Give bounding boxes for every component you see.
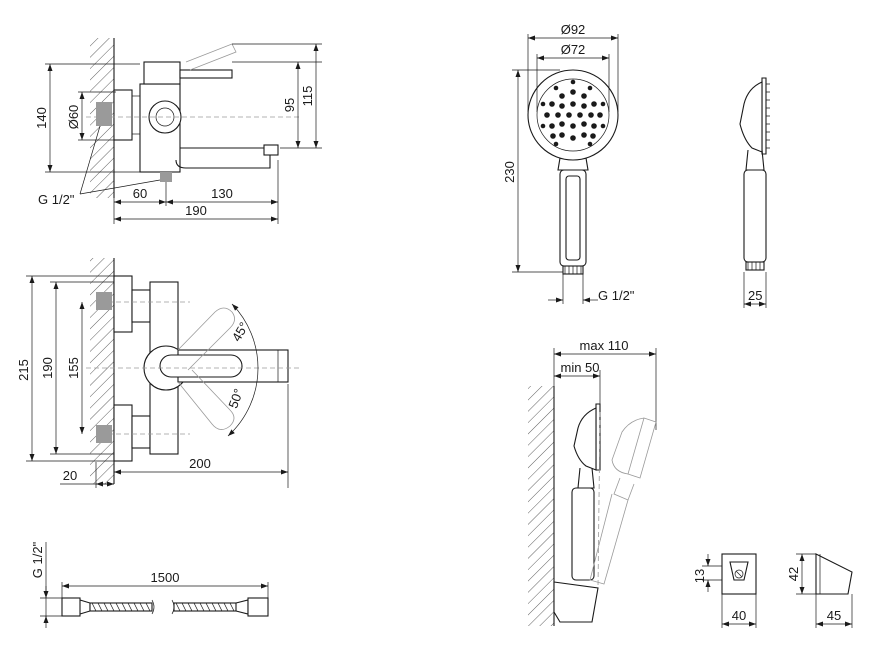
dim-215: 215 xyxy=(16,359,31,381)
dim-1500: 1500 xyxy=(151,570,180,585)
dim-d60: Ø60 xyxy=(66,105,81,130)
dim-60: 60 xyxy=(133,186,147,201)
dim-25: 25 xyxy=(748,288,762,303)
dim-13: 13 xyxy=(692,569,707,583)
dim-45: 45 xyxy=(827,608,841,623)
dim-155: 155 xyxy=(66,357,81,379)
shower-nozzles xyxy=(540,79,606,147)
shower-front-view: Ø92 Ø72 230 G 1/2" xyxy=(502,22,635,304)
hose-view: G 1/2" 1500 xyxy=(30,541,269,628)
dim-min50: min 50 xyxy=(560,360,599,375)
dim-95: 95 xyxy=(282,98,297,112)
mixer-side-view: 140 Ø60 95 115 G 1/2" 60 130 190 xyxy=(34,38,322,224)
dim-115: 115 xyxy=(300,86,315,107)
dim-d72: Ø72 xyxy=(561,42,586,57)
thread-label-shower: G 1/2" xyxy=(598,288,635,303)
wall-hatch xyxy=(528,386,554,626)
wall-hatch xyxy=(90,258,114,484)
dim-230: 230 xyxy=(502,161,517,183)
holder-side-view: 42 45 xyxy=(786,553,853,628)
angle-50: 50° xyxy=(225,387,246,411)
dim-42: 42 xyxy=(786,567,801,581)
dim-190: 190 xyxy=(185,203,207,218)
dim-200: 200 xyxy=(189,456,211,471)
shower-side-view: 25 xyxy=(739,77,770,308)
dim-190b: 190 xyxy=(40,357,55,379)
angle-45: 45° xyxy=(229,319,252,344)
holder-mount-view: max 110 min 50 xyxy=(528,338,657,626)
dim-40: 40 xyxy=(732,608,746,623)
dim-130: 130 xyxy=(211,186,233,201)
dim-max110: max 110 xyxy=(580,338,629,353)
thread-label-side: G 1/2" xyxy=(38,192,75,207)
mixer-top-view: 45° 50° 215 190 155 20 200 xyxy=(16,258,300,488)
dim-d92: Ø92 xyxy=(561,22,586,37)
holder-front-view: 13 40 xyxy=(692,553,757,628)
thread-label-hose: G 1/2" xyxy=(30,541,45,578)
dim-20: 20 xyxy=(63,468,77,483)
dim-140: 140 xyxy=(34,107,49,129)
